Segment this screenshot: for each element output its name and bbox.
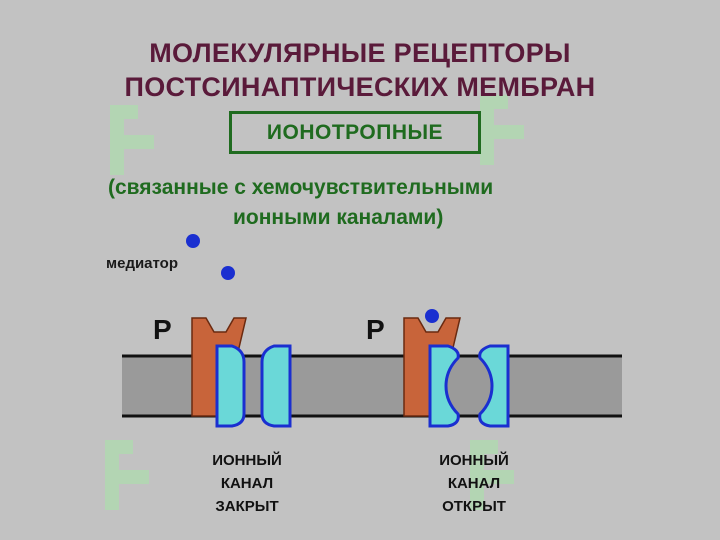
- caption-open-line-2: КАНАЛ: [447, 475, 501, 492]
- caption-open-line-1: ИОННЫЙ: [439, 452, 509, 469]
- subtitle: (связанные с хемочувствительными ионными…: [0, 173, 720, 233]
- channel-right-closed: [260, 344, 292, 428]
- category-badge: ИОНОТРОПНЫЕ: [229, 111, 481, 154]
- watermark-logo: [480, 95, 524, 165]
- receptor-label-open: Р: [366, 314, 385, 345]
- channel-left-open: [428, 344, 460, 428]
- subtitle-line-2: ионными каналами): [233, 206, 444, 229]
- mediator-molecule: [186, 234, 200, 248]
- page-title: МОЛЕКУЛЯРНЫЕ РЕЦЕПТОРЫ ПОСТСИНАПТИЧЕСКИХ…: [0, 36, 720, 104]
- watermark-logo: [105, 440, 149, 510]
- mediator-molecule: [221, 266, 235, 280]
- mediator-label: медиатор: [106, 255, 178, 272]
- channel-right-open: [478, 344, 510, 428]
- caption-open-line-3: ОТКРЫТ: [442, 498, 506, 515]
- caption-closed-line-2: КАНАЛ: [220, 475, 274, 492]
- receptor-label-closed: Р: [153, 314, 172, 345]
- title-line-1: МОЛЕКУЛЯРНЫЕ РЕЦЕПТОРЫ: [149, 38, 571, 68]
- watermark-logo: [470, 440, 514, 510]
- channel-left-closed: [215, 344, 246, 428]
- channel-closed-group: [191, 317, 292, 428]
- subtitle-line-1: (связанные с хемочувствительными: [108, 176, 494, 199]
- watermark-logos: [105, 95, 524, 510]
- mediator-molecule-bound: [425, 309, 439, 323]
- channel-open-group: [403, 317, 510, 428]
- mediator-molecules: [186, 234, 439, 323]
- title-line-2: ПОСТСИНАПТИЧЕСКИХ МЕМБРАН: [124, 72, 596, 102]
- caption-closed-line-1: ИОННЫЙ: [212, 452, 282, 469]
- watermark-logo: [110, 105, 154, 175]
- caption-closed: ИОННЫЙ КАНАЛ ЗАКРЫТ: [177, 449, 317, 518]
- caption-open: ИОННЫЙ КАНАЛ ОТКРЫТ: [404, 449, 544, 518]
- caption-closed-line-3: ЗАКРЫТ: [215, 498, 279, 515]
